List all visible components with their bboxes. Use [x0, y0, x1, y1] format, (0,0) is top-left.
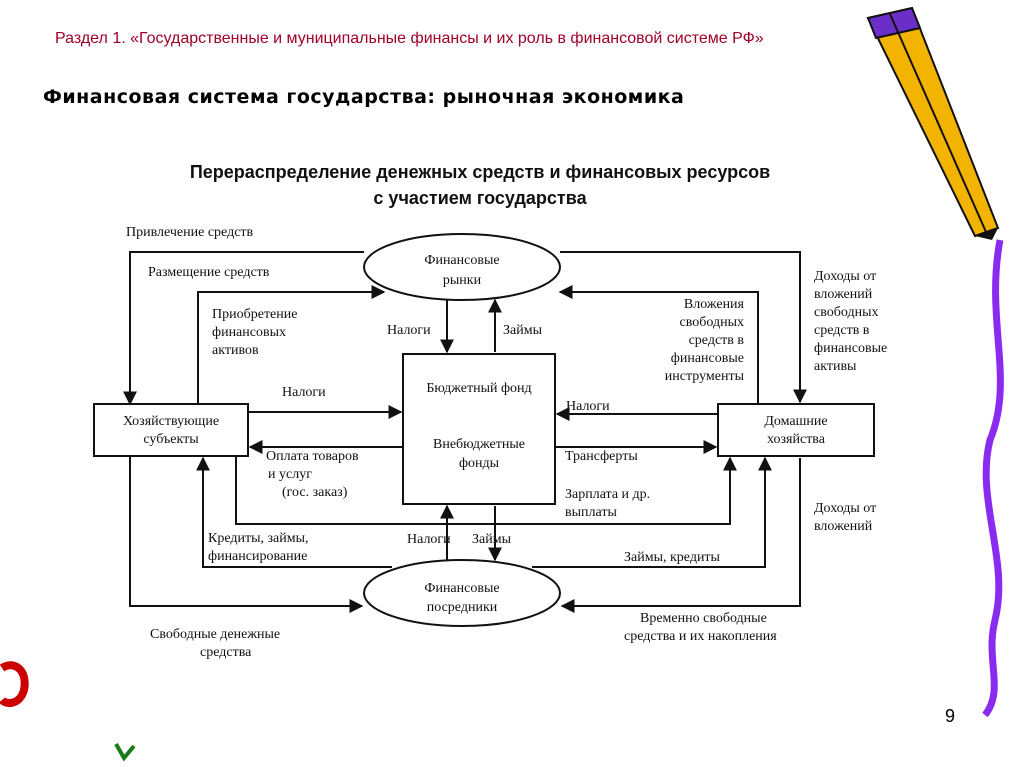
taxes-left-label: Налоги	[282, 385, 326, 400]
financial-markets-label1: Финансовые	[424, 253, 499, 268]
financial-intermediaries-node	[363, 559, 561, 627]
section-title: Раздел 1. «Государственные и муниципальн…	[55, 30, 764, 47]
salary-label1: Зарплата и др.	[565, 487, 650, 502]
slide-heading: Финансовая система государства: рыночная…	[43, 86, 685, 108]
free-funds-label2: средства	[200, 645, 252, 660]
payment-label1: Оплата товаров	[266, 449, 359, 464]
extrabudget-label1: Внебюджетные	[433, 437, 525, 452]
placement-label: Размещение средств	[148, 265, 270, 280]
investment-label1: Вложения	[684, 297, 745, 312]
households-label2: хозяйства	[767, 432, 826, 447]
business-entities-label2: субъекты	[143, 432, 199, 447]
diagram-title-line2: с участием государства	[373, 188, 587, 208]
investment-label2: свободных	[680, 315, 744, 330]
loans-bottom-label: Займы	[472, 532, 512, 547]
acquisition-label3: активов	[212, 343, 259, 358]
business-entities-node	[93, 403, 249, 457]
loans-credits-label: Займы, кредиты	[624, 550, 721, 565]
temporary-funds-label1: Временно свободные	[640, 611, 767, 626]
payment-label3: (гос. заказ)	[282, 485, 348, 500]
income-label1: Доходы от	[814, 269, 876, 284]
income-label6: активы	[814, 359, 857, 374]
temporary-funds-label2: средства и их накопления	[624, 629, 777, 644]
households-label1: Домашние	[764, 414, 827, 429]
credits-label2: финансирование	[208, 549, 307, 564]
financial-markets-node	[363, 233, 561, 301]
loans-top-label: Займы	[503, 323, 543, 338]
transfers-label: Трансферты	[565, 449, 638, 464]
scribble-icon	[982, 239, 1004, 718]
salary-label2: выплаты	[565, 505, 617, 520]
taxes-bottom-label: Налоги	[407, 532, 451, 547]
business-entities-label1: Хозяйствующие	[123, 414, 219, 429]
acquisition-label1: Приобретение	[212, 307, 297, 322]
budget-fund-label: Бюджетный фонд	[426, 381, 531, 396]
taxes-right-label: Налоги	[566, 399, 610, 414]
income2-label1: Доходы от	[814, 501, 876, 516]
flow-arrows	[123, 251, 807, 613]
page-number: 9	[945, 706, 956, 726]
financial-markets-label2: рынки	[443, 273, 482, 288]
raising-label: Привлечение средств	[126, 225, 254, 240]
payment-label2: и услуг	[268, 467, 312, 482]
taxes-top-label: Налоги	[387, 323, 431, 338]
budget-funds-node	[402, 353, 556, 505]
income-label3: свободных	[814, 305, 878, 320]
pencil-icon	[866, 6, 1000, 240]
households-node	[717, 403, 875, 457]
income-label2: вложений	[814, 287, 873, 302]
diagram-title-line1: Перераспределение денежных средств и фин…	[190, 162, 770, 182]
investment-label4: финансовые	[671, 351, 744, 366]
extrabudget-label2: фонды	[459, 456, 500, 471]
credits-label1: Кредиты, займы,	[208, 531, 309, 546]
corner-clipart-icon	[0, 661, 136, 762]
investment-label3: средств в	[689, 333, 745, 348]
free-funds-label1: Свободные денежные	[150, 627, 280, 642]
investment-label5: инструменты	[665, 369, 745, 384]
intermediaries-label2: посредники	[427, 600, 498, 615]
income2-label2: вложений	[814, 519, 873, 534]
intermediaries-label1: Финансовые	[424, 581, 499, 596]
acquisition-label2: финансовых	[212, 325, 286, 340]
income-label4: средств в	[814, 323, 870, 338]
income-label5: финансовые	[814, 341, 887, 356]
